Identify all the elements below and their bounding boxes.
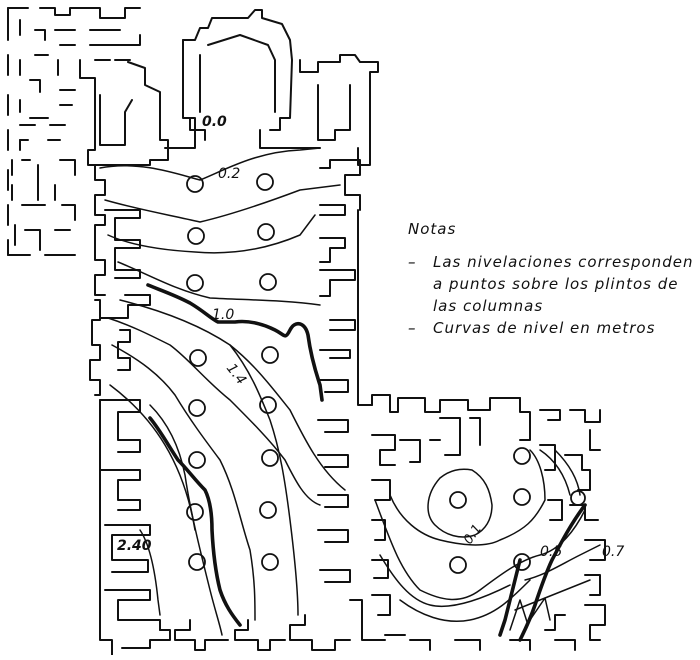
label-0-1: 0.1 — [461, 522, 485, 548]
label-2-40: 2.40 — [117, 538, 152, 554]
column-plinths — [186, 173, 586, 574]
note-bullet: – — [408, 319, 417, 337]
note-item: – Las nivelaciones corresponden a puntos… — [408, 251, 698, 317]
label-0-2: 0.2 — [218, 166, 240, 182]
notes-title: Notas — [408, 220, 457, 238]
label-0-7: 0.7 — [602, 544, 624, 560]
apse-walls — [79, 9, 379, 166]
label-0-0: 0.0 — [202, 114, 227, 130]
note-item: – Curvas de nivel en metros — [408, 317, 698, 339]
bold-contours — [146, 283, 587, 642]
label-1-0: 1.0 — [212, 307, 234, 323]
note-text: Curvas de nivel en metros — [433, 319, 656, 337]
note-bullet: – — [408, 253, 417, 271]
label-0-5: 0.5 — [540, 544, 562, 560]
left-annex — [7, 7, 141, 256]
contour-lines — [99, 147, 601, 636]
notes-block: Notas – Las nivelaciones corresponden a … — [408, 220, 698, 339]
label-1-4: 1.4 — [223, 361, 249, 388]
note-text: Las nivelaciones corresponden a puntos s… — [433, 253, 694, 315]
